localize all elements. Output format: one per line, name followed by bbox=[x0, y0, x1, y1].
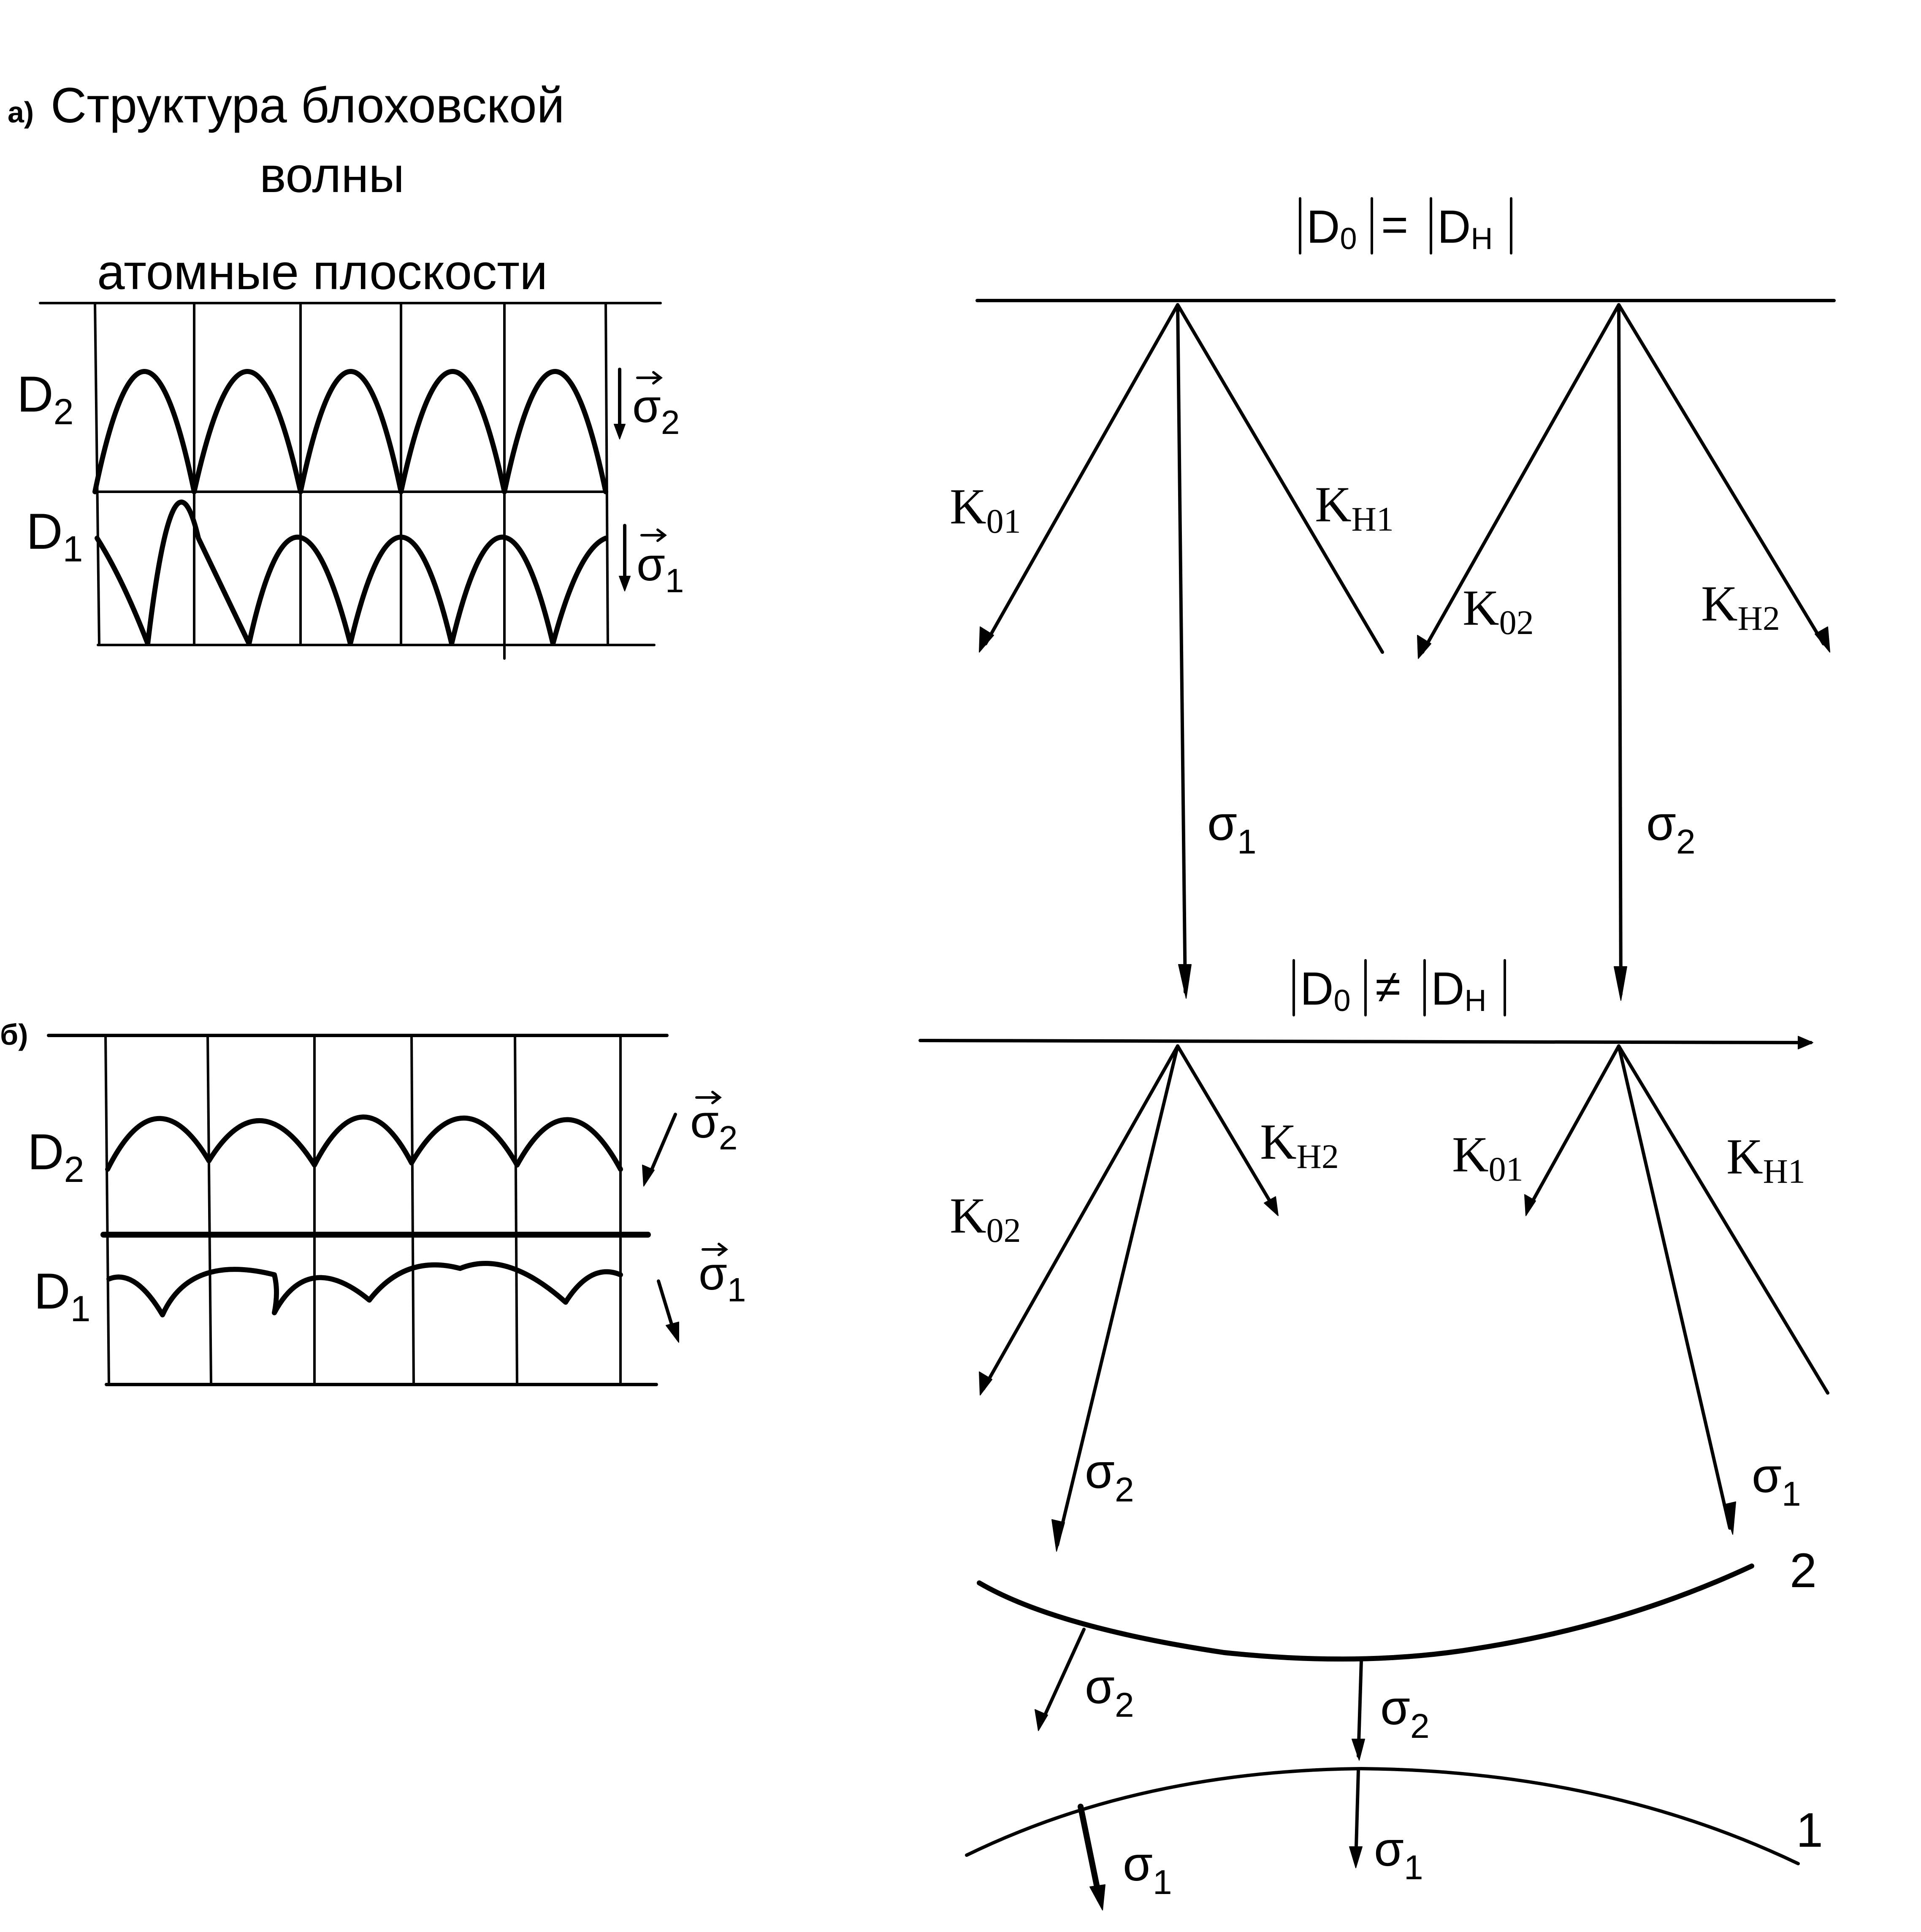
top-kh1-label: KH1 bbox=[1315, 476, 1394, 538]
panel-a-title-line1: Структура блоховской bbox=[51, 78, 565, 133]
panel-a: а) Структура блоховской волны атомные пл… bbox=[8, 78, 684, 660]
mid-kh1-line bbox=[1617, 1044, 1829, 1395]
surface1-sigma1-left-arrow bbox=[1078, 1804, 1103, 1902]
panel-a-sigma2-vector-mark bbox=[636, 371, 663, 385]
panel-b-sigma1-arrowhead bbox=[666, 1322, 679, 1343]
top-condition-d0: D0 bbox=[1306, 201, 1357, 256]
panel-b-sigma2-arrow bbox=[648, 1113, 677, 1175]
mid-sigma2-label: σ2 bbox=[1085, 1444, 1134, 1509]
mid-kh2-label: KH2 bbox=[1260, 1114, 1339, 1176]
panel-a-d2-wave bbox=[92, 369, 608, 494]
panel-a-d1-wave bbox=[95, 499, 608, 646]
surface2-sigma2-center-arrowhead bbox=[1352, 1739, 1365, 1761]
mid-kh1-label: KH1 bbox=[1726, 1128, 1805, 1190]
dispersion-surfaces: 2 1 σ2 σ2 σ1 σ1 bbox=[965, 1544, 1823, 1910]
atomic-plane bbox=[514, 1034, 518, 1386]
dispersion-surface-1 bbox=[965, 1767, 1800, 1865]
top-sigma1-label: σ1 bbox=[1207, 797, 1257, 861]
mid-k01-arrowhead bbox=[1524, 1194, 1536, 1216]
mid-sigma1-arrow bbox=[1617, 1044, 1731, 1530]
mid-k02-label: K02 bbox=[950, 1187, 1021, 1249]
mid-sigma2-arrow bbox=[1056, 1044, 1179, 1547]
panel-b-atomic-planes bbox=[104, 1034, 622, 1386]
mid-condition-not-equal: ≠ bbox=[1375, 961, 1401, 1013]
top-condition-equals: = bbox=[1381, 199, 1408, 251]
top-condition: D0 = DH bbox=[1299, 197, 1512, 256]
mid-k02-arrowhead bbox=[979, 1371, 992, 1395]
atomic-plane bbox=[206, 1034, 212, 1386]
middle-surface-arrowhead bbox=[1798, 1036, 1813, 1049]
mid-kh2-arrow bbox=[1176, 1044, 1276, 1211]
mid-condition-dh: DH bbox=[1431, 963, 1486, 1018]
mid-k01-label: K01 bbox=[1452, 1126, 1523, 1188]
surface2-sigma2-left-arrowhead bbox=[1035, 1709, 1048, 1731]
panel-a-sigma2-label: σ2 bbox=[632, 380, 680, 441]
panel-b-sigma2-label: σ2 bbox=[690, 1096, 737, 1157]
panel-a-atomic-planes bbox=[94, 302, 609, 660]
panel-b-d1-label: D1 bbox=[34, 1263, 91, 1329]
middle-surface bbox=[919, 1039, 1813, 1044]
mid-sigma1-label: σ1 bbox=[1752, 1449, 1801, 1513]
panel-a-marker: а) bbox=[8, 96, 34, 129]
mid-sigma1-arrowhead bbox=[1723, 1501, 1736, 1535]
top-k02-arrowhead bbox=[1417, 635, 1431, 659]
top-sigma1-arrow bbox=[1176, 303, 1187, 994]
top-kh2-arrowhead bbox=[1815, 626, 1830, 653]
panel-a-sigma2-arrowhead bbox=[614, 424, 626, 439]
surface2-sigma2-left-arrow bbox=[1041, 1628, 1086, 1722]
mid-k02-arrow bbox=[982, 1044, 1179, 1390]
surface-2-label: 2 bbox=[1790, 1544, 1817, 1598]
surface1-sigma1-left-label: σ1 bbox=[1123, 1837, 1172, 1902]
top-sigma1-arrowhead bbox=[1178, 964, 1192, 999]
top-k01-label: K01 bbox=[950, 478, 1021, 540]
atomic-plane bbox=[104, 1034, 110, 1386]
top-k01-arrow bbox=[984, 303, 1179, 645]
panel-b-d1-wave bbox=[106, 1261, 623, 1317]
top-vectors: K01 KH1 K02 KH2 σ1 σ2 bbox=[950, 303, 1830, 1001]
panel-b: б) D2 D1 σ2 σ1 bbox=[0, 1018, 746, 1386]
surface1-sigma1-center-arrowhead bbox=[1349, 1846, 1363, 1868]
top-sigma2-arrow bbox=[1617, 303, 1623, 996]
surface1-sigma1-left-arrowhead bbox=[1089, 1884, 1105, 1910]
panel-b-marker: б) bbox=[0, 1018, 28, 1051]
panel-b-sigma1-arrow bbox=[657, 1279, 675, 1331]
atomic-planes-label: атомные плоскости bbox=[97, 244, 547, 300]
mid-condition-d0: D0 bbox=[1300, 963, 1351, 1018]
atomic-plane bbox=[410, 1034, 415, 1386]
mid-sigma2-arrowhead bbox=[1051, 1519, 1065, 1552]
mid-kh2-arrowhead bbox=[1264, 1196, 1279, 1216]
panel-b-d2-wave bbox=[105, 1114, 623, 1172]
mid-k01-arrow bbox=[1526, 1044, 1620, 1211]
top-sigma2-label: σ2 bbox=[1646, 797, 1696, 861]
top-kh2-arrow bbox=[1617, 303, 1825, 645]
panel-b-sigma1-vector-mark bbox=[702, 1243, 728, 1256]
mid-vectors: K02 KH2 K01 KH1 σ2 σ1 bbox=[950, 1044, 1829, 1552]
panel-a-d1-label: D1 bbox=[26, 503, 83, 569]
top-condition-dh: DH bbox=[1437, 201, 1493, 256]
panel-a-sigma1-vector-mark bbox=[640, 528, 667, 542]
panel-a-title-line2: волны bbox=[260, 147, 404, 203]
top-kh1-line bbox=[1176, 303, 1384, 654]
panel-b-sigma1-label: σ1 bbox=[699, 1248, 746, 1309]
panel-a-sigma1-arrowhead bbox=[619, 576, 631, 591]
panel-b-d2-label: D2 bbox=[27, 1124, 84, 1190]
panel-b-sigma2-vector-mark bbox=[695, 1091, 722, 1104]
dispersion-surface-2 bbox=[977, 1563, 1754, 1662]
panel-a-d2-label: D2 bbox=[17, 366, 74, 432]
top-k01-arrowhead bbox=[979, 626, 994, 653]
panel-b-sigma2-arrowhead bbox=[642, 1165, 655, 1187]
top-k02-arrow bbox=[1421, 303, 1620, 654]
surface2-sigma2-center-label: σ2 bbox=[1380, 1681, 1430, 1745]
atomic-plane bbox=[604, 302, 609, 646]
surface2-sigma2-left-label: σ2 bbox=[1085, 1660, 1134, 1724]
mid-condition: D0 ≠ DH bbox=[1292, 959, 1506, 1018]
top-sigma2-arrowhead bbox=[1614, 966, 1627, 1001]
surface1-sigma1-center-label: σ1 bbox=[1374, 1822, 1423, 1887]
panel-a-sigma1-label: σ1 bbox=[637, 539, 684, 599]
top-k02-label: K02 bbox=[1463, 580, 1534, 642]
top-kh2-label: KH2 bbox=[1701, 575, 1780, 637]
surface-1-label: 1 bbox=[1796, 1803, 1823, 1857]
